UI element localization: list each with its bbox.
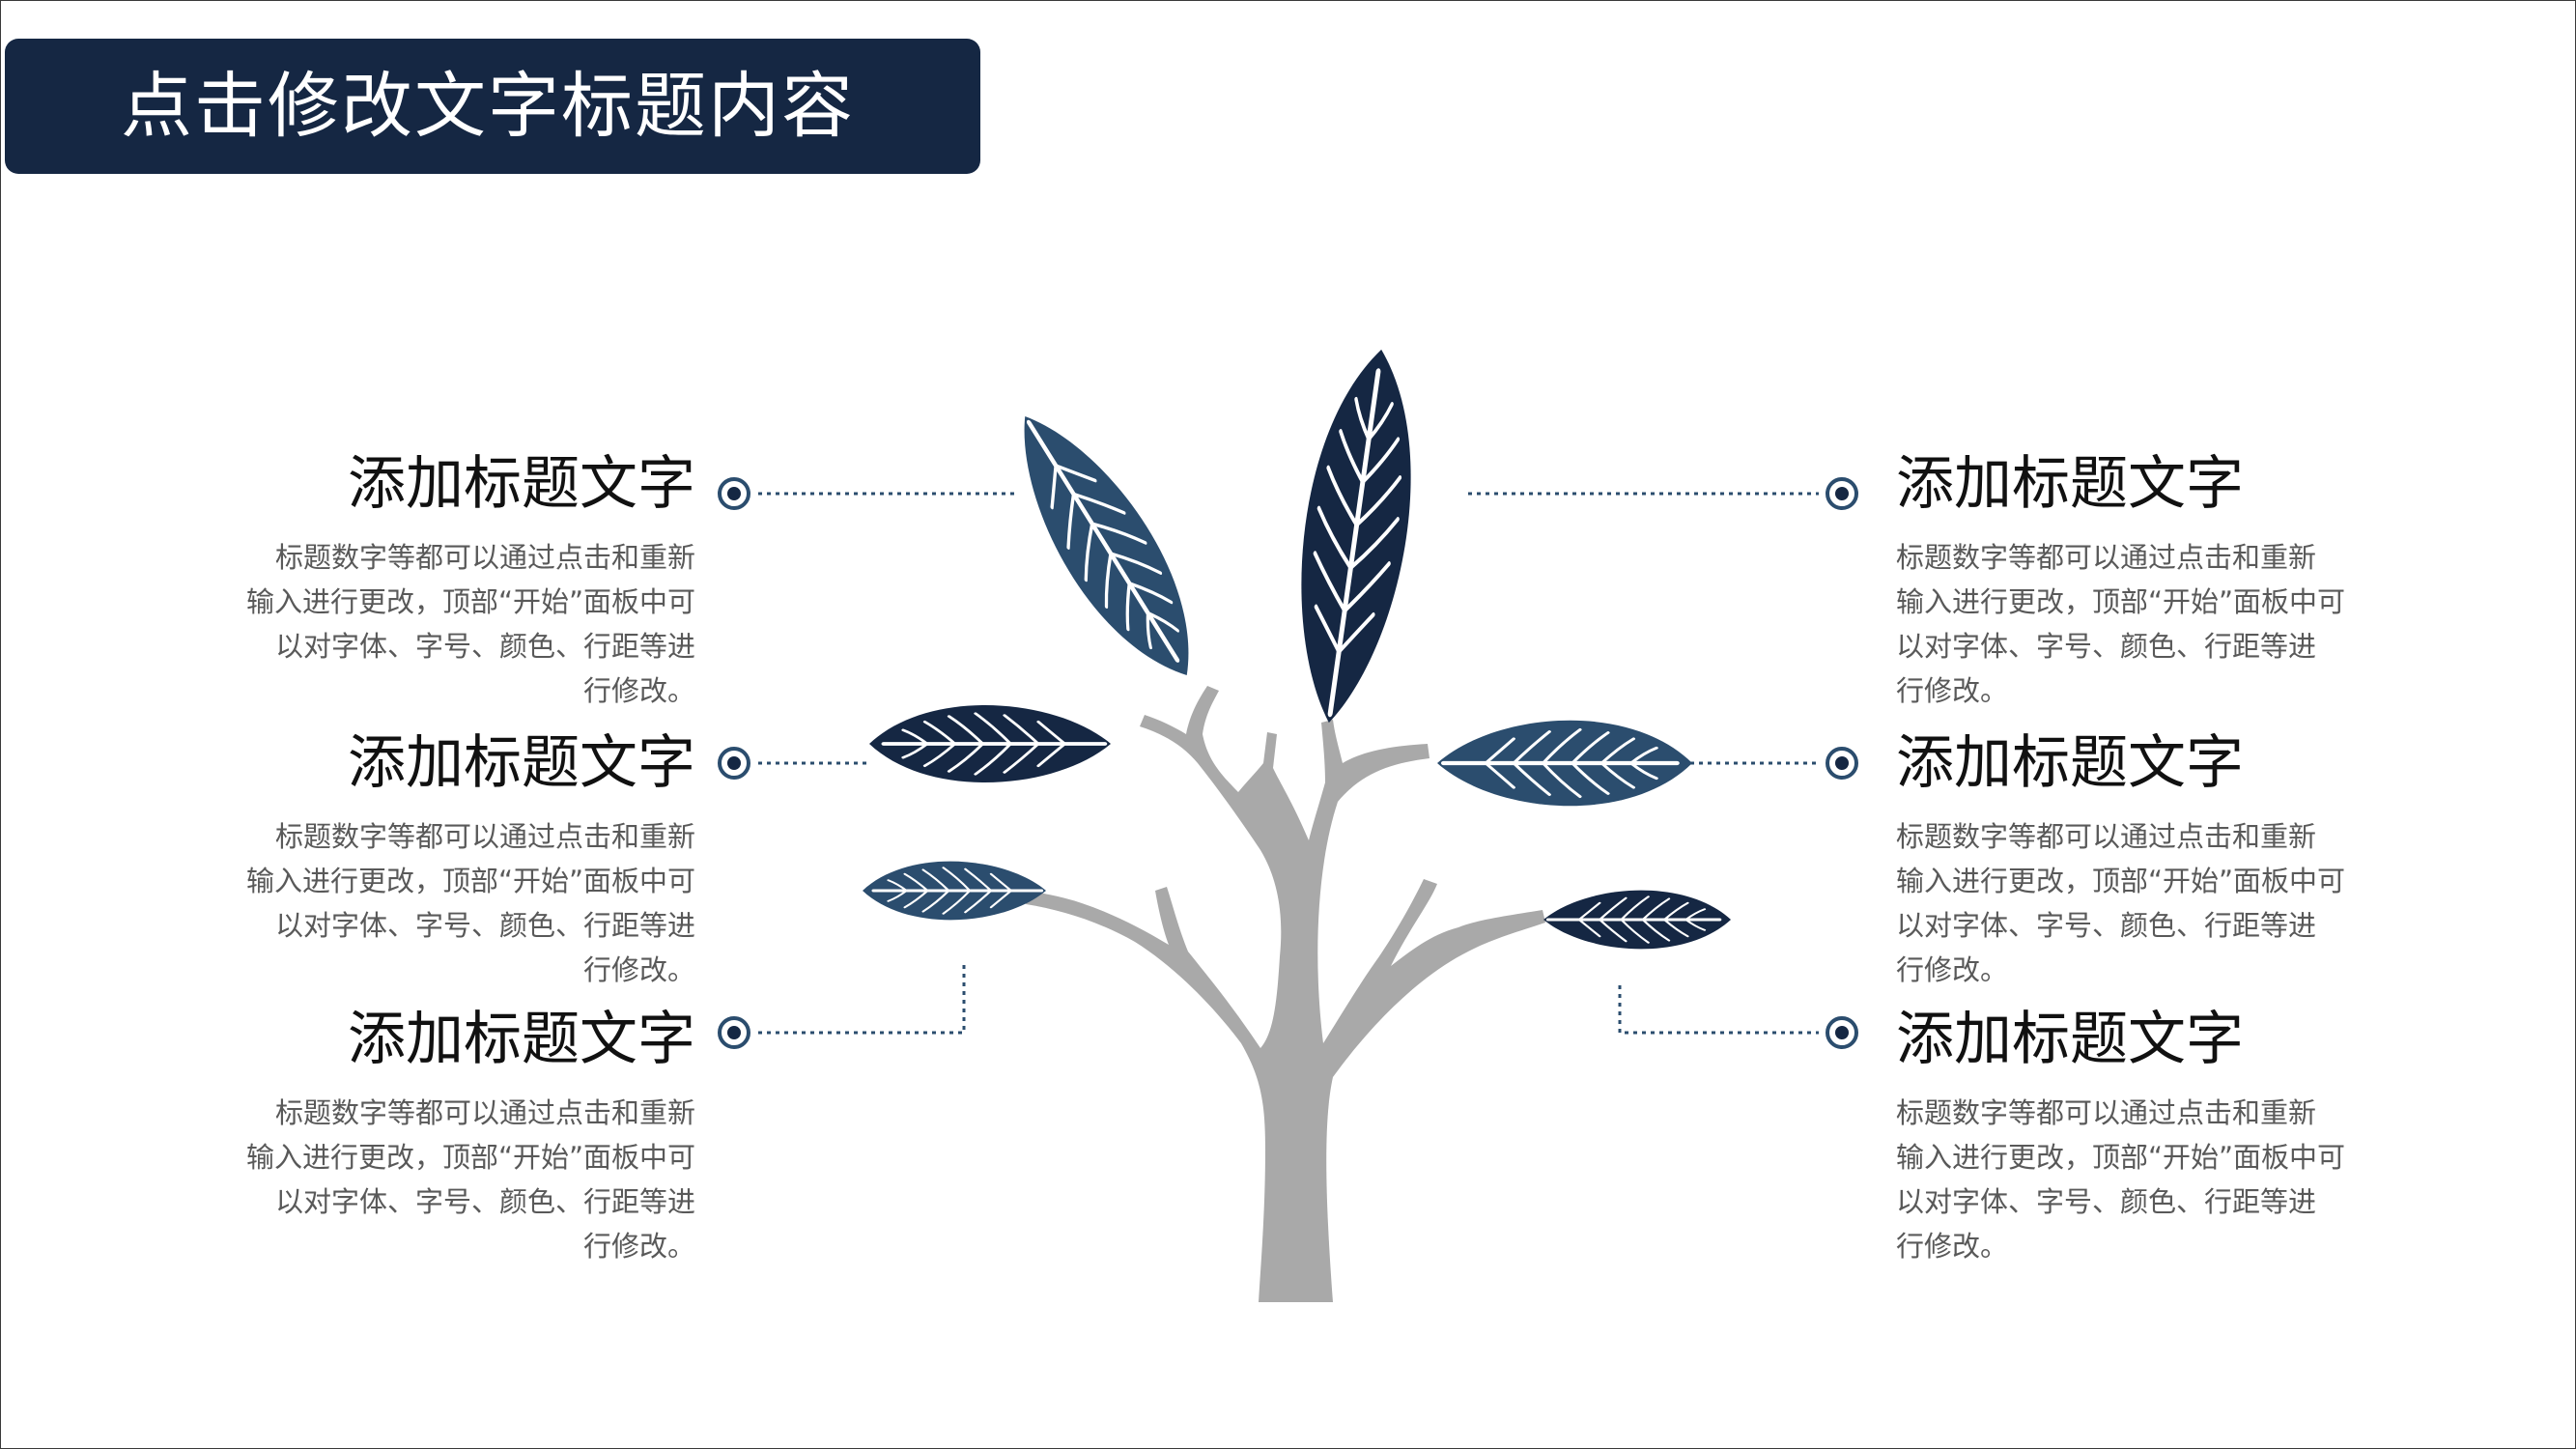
marker-right-3 <box>1826 1016 1858 1049</box>
marker-right-2 <box>1826 747 1858 780</box>
leaf-top-left <box>987 392 1225 698</box>
marker-left-3 <box>718 1016 750 1049</box>
leaf-low-left <box>861 859 1048 923</box>
leaf-top-center <box>1279 343 1432 730</box>
item-description[interactable]: 标题数字等都可以通过点击和重新 输入进行更改，顶部“开始”面板中可 以对字体、字… <box>1896 820 2346 986</box>
item-description[interactable]: 标题数字等都可以通过点击和重新 输入进行更改，顶部“开始”面板中可 以对字体、字… <box>245 541 695 707</box>
text-item-right-1: 添加标题文字 标题数字等都可以通过点击和重新 输入进行更改，顶部“开始”面板中可… <box>1896 450 2398 713</box>
item-description[interactable]: 标题数字等都可以通过点击和重新 输入进行更改，顶部“开始”面板中可 以对字体、字… <box>1896 541 2346 707</box>
marker-left-1 <box>718 477 750 510</box>
item-title[interactable]: 添加标题文字 <box>1896 450 2244 518</box>
connector-right-3 <box>1618 985 1819 1035</box>
connector-left-3 <box>758 964 966 1035</box>
title-banner: 点击修改文字标题内容 <box>5 39 980 174</box>
item-description[interactable]: 标题数字等都可以通过点击和重新 输入进行更改，顶部“开始”面板中可 以对字体、字… <box>245 1096 695 1263</box>
marker-right-1 <box>1826 477 1858 510</box>
item-description[interactable]: 标题数字等都可以通过点击和重新 输入进行更改，顶部“开始”面板中可 以对字体、字… <box>245 820 695 986</box>
slide-title[interactable]: 点击修改文字标题内容 <box>121 65 855 148</box>
leaf-mid-left <box>869 705 1111 782</box>
tree-trunk <box>1026 686 1545 1302</box>
item-title[interactable]: 添加标题文字 <box>348 1006 695 1073</box>
leaf-low-right <box>1542 888 1733 952</box>
text-item-left-1: 添加标题文字 标题数字等都可以通过点击和重新 输入进行更改，顶部“开始”面板中可… <box>193 450 695 713</box>
text-item-left-3: 添加标题文字 标题数字等都可以通过点击和重新 输入进行更改，顶部“开始”面板中可… <box>193 1006 695 1268</box>
item-title[interactable]: 添加标题文字 <box>348 450 695 518</box>
text-item-left-2: 添加标题文字 标题数字等都可以通过点击和重新 输入进行更改，顶部“开始”面板中可… <box>193 729 695 992</box>
item-title[interactable]: 添加标题文字 <box>348 729 695 797</box>
leaf-mid-right <box>1437 721 1692 806</box>
text-item-right-2: 添加标题文字 标题数字等都可以通过点击和重新 输入进行更改，顶部“开始”面板中可… <box>1896 729 2398 992</box>
item-title[interactable]: 添加标题文字 <box>1896 1006 2244 1073</box>
text-item-right-3: 添加标题文字 标题数字等都可以通过点击和重新 输入进行更改，顶部“开始”面板中可… <box>1896 1006 2398 1268</box>
item-title[interactable]: 添加标题文字 <box>1896 729 2244 797</box>
marker-left-2 <box>718 747 750 780</box>
item-description[interactable]: 标题数字等都可以通过点击和重新 输入进行更改，顶部“开始”面板中可 以对字体、字… <box>1896 1096 2346 1263</box>
